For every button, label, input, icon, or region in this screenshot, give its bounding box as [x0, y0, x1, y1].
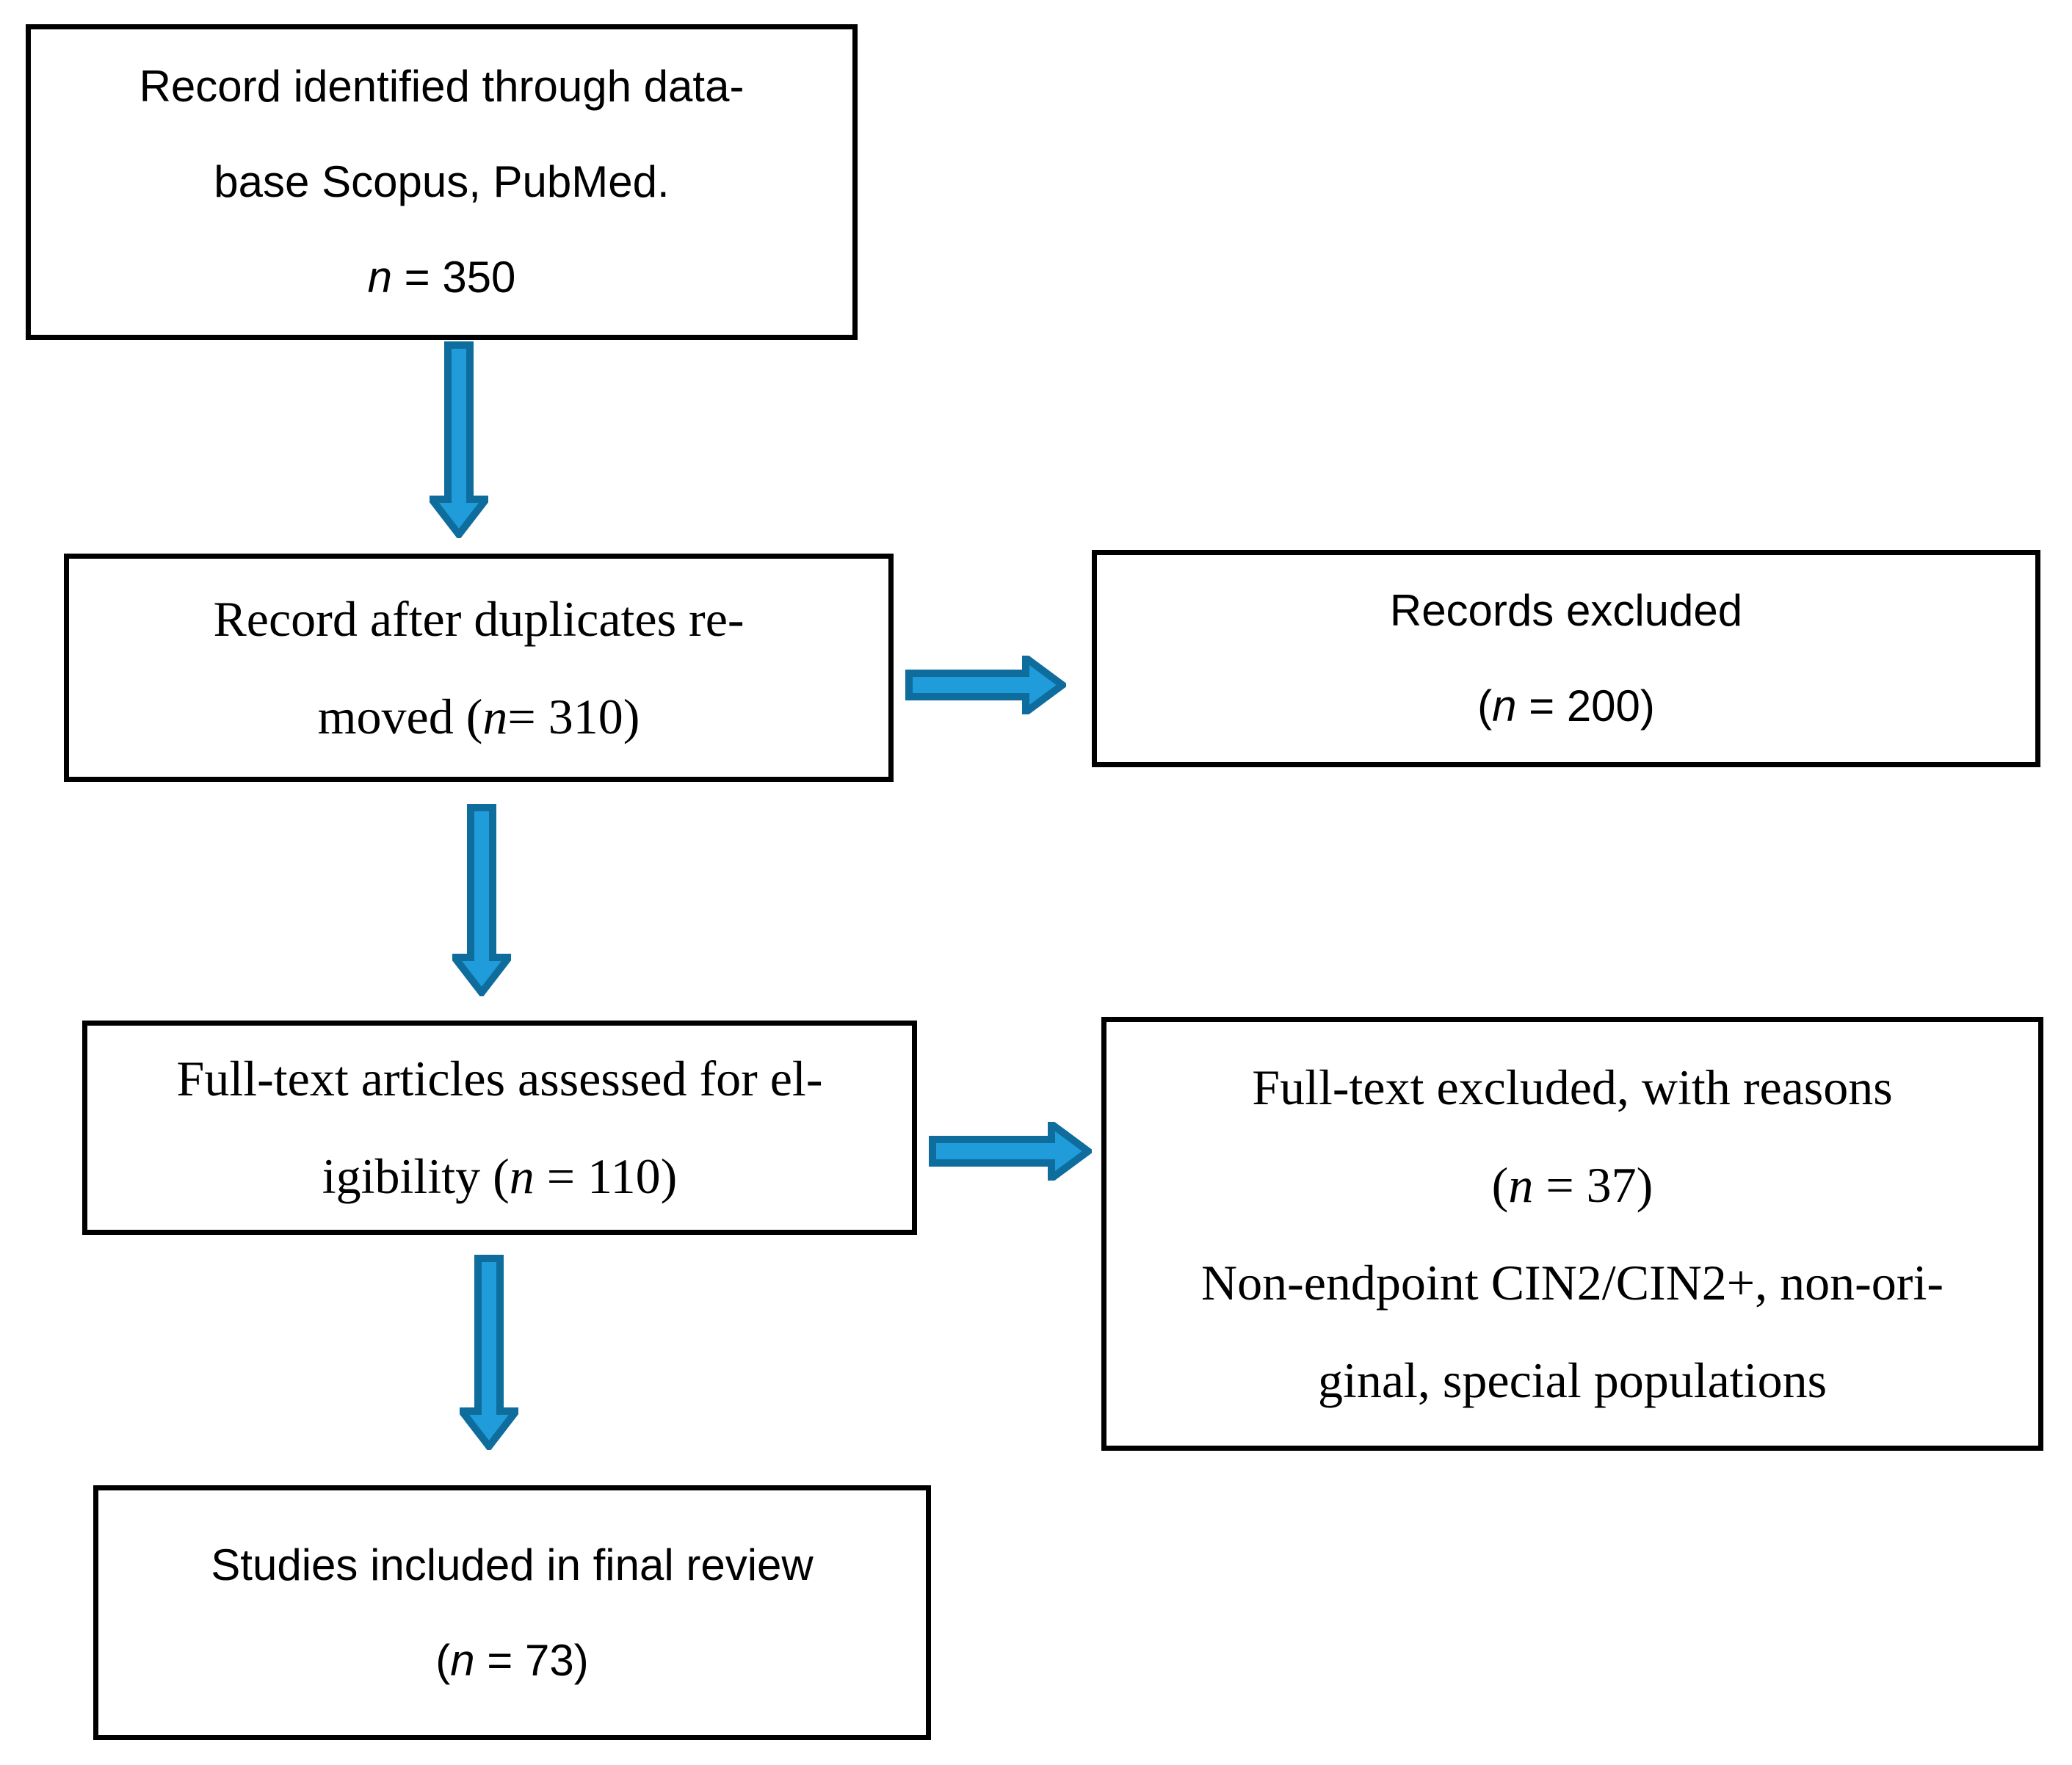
fulltext-assessed-box: Full-text articles assessed for el-igibi…: [82, 1021, 917, 1235]
arrow-duplicates-to-excluded: [905, 656, 1066, 714]
box-text-line: Record identified through data-: [140, 39, 745, 134]
box-text-line: base Scopus, PubMed.: [214, 134, 669, 230]
box-text-line: Full-text excluded, with reasons: [1252, 1039, 1892, 1137]
arrow-identified-to-duplicates: [430, 341, 488, 538]
text-part: moved (: [317, 688, 483, 744]
text-part: ginal, special populations: [1317, 1352, 1828, 1408]
text-part: (: [435, 1635, 451, 1685]
text-part: = 73): [474, 1635, 589, 1685]
records-excluded-box: Records excluded (n = 200): [1092, 550, 2040, 767]
box-text-line: Record after duplicates re-: [213, 570, 744, 668]
text-part: = 200): [1516, 681, 1655, 731]
box-text-line: ginal, special populations: [1318, 1332, 1827, 1429]
box-text-line: Non-endpoint CIN2/CIN2+, non-ori-: [1201, 1234, 1944, 1332]
box-text-line: n = 350: [368, 230, 516, 325]
stat-n-symbol: n: [1492, 681, 1517, 731]
text-part: Studies included in final review: [211, 1540, 814, 1590]
text-part: = 350: [391, 253, 516, 302]
box-text-line: Full-text articles assessed for el-: [177, 1030, 823, 1128]
box-text-line: moved (n= 310): [318, 668, 640, 766]
text-part: Record identified through data-: [139, 62, 745, 111]
stat-n-symbol: n: [1508, 1156, 1534, 1213]
text-part: Non-endpoint CIN2/CIN2+, non-ori-: [1200, 1254, 1944, 1311]
text-part: (: [1491, 1156, 1509, 1213]
stat-n-symbol: n: [509, 1148, 535, 1204]
fulltext-excluded-box: Full-text excluded, with reasons (n = 37)…: [1101, 1017, 2043, 1451]
records-identified-box: Record identified through data-base Scop…: [26, 24, 858, 340]
text-part: Full-text articles assessed for el-: [176, 1051, 823, 1106]
arrow-fulltext-to-excluded-reasons: [929, 1122, 1092, 1181]
text-part: = 310): [507, 688, 640, 744]
arrow-fulltext-to-included: [460, 1255, 518, 1450]
text-part: = 110): [534, 1148, 678, 1204]
arrow-duplicates-to-fulltext: [452, 804, 511, 996]
records-after-duplicates-box: Record after duplicates re-moved (n= 310…: [64, 554, 894, 782]
box-text-line: igibility (n = 110): [322, 1128, 677, 1225]
box-text-line: Studies included in final review: [211, 1518, 813, 1613]
text-part: Record after duplicates re-: [213, 590, 745, 647]
stat-n-symbol: n: [367, 253, 392, 302]
text-part: base Scopus, PubMed.: [214, 157, 670, 206]
text-part: = 37): [1533, 1156, 1653, 1213]
text-part: (: [1477, 681, 1493, 731]
text-part: igibility (: [322, 1148, 510, 1204]
box-text-line: (n = 200): [1477, 659, 1655, 754]
text-part: Records excluded: [1389, 586, 1743, 635]
stat-n-symbol: n: [450, 1635, 475, 1685]
box-text-line: Records excluded: [1390, 563, 1742, 659]
studies-included-box: Studies included in final review (n = 73): [93, 1485, 931, 1740]
stat-n-symbol: n: [482, 688, 508, 744]
text-part: Full-text excluded, with reasons: [1252, 1059, 1893, 1115]
box-text-line: (n = 73): [435, 1613, 588, 1708]
box-text-line: (n = 37): [1492, 1137, 1653, 1234]
